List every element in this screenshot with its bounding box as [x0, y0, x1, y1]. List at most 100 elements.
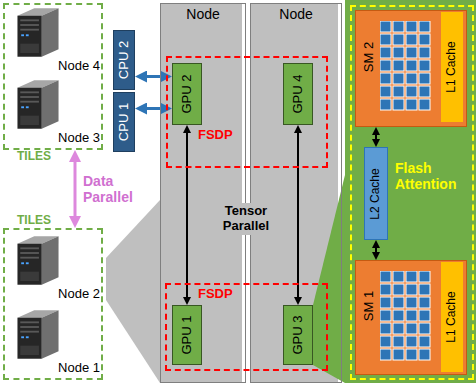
node-label: L2 Cache [369, 168, 383, 219]
core-cell [380, 21, 391, 32]
core-cell [380, 60, 391, 71]
node-label: CPU 2 [117, 41, 132, 79]
core-cell [419, 349, 430, 360]
core-cell [393, 86, 404, 97]
core-cell [419, 336, 430, 347]
core-cell [393, 34, 404, 45]
node-label: TILES [17, 150, 51, 164]
node-label: GPU 3 [291, 315, 306, 354]
core-cell [406, 99, 417, 110]
connector-arrow [375, 244, 377, 256]
node-label: Flash Attention [395, 160, 471, 192]
core-cell [380, 34, 391, 45]
node-label: SM 2 [362, 42, 377, 72]
node-label: TILES [17, 214, 51, 228]
l1-cache: L1 Cache [441, 12, 463, 122]
core-cell [393, 323, 404, 334]
core-cell [380, 73, 391, 84]
connector-arrow [141, 75, 166, 78]
server-node: Node 4 [8, 6, 100, 74]
core-cell [380, 310, 391, 321]
server-icon [17, 310, 58, 359]
core-cell [393, 47, 404, 58]
gpu-box: GPU 2 [172, 63, 202, 125]
node-column-fill [160, 3, 242, 383]
node-label: Node 4 [58, 59, 100, 74]
core-cell [393, 349, 404, 360]
connector-arrow [141, 107, 166, 110]
node-label: CPU 1 [117, 103, 132, 141]
core-cell [419, 284, 430, 295]
node-label: FSDP [198, 128, 233, 143]
core-cell [380, 86, 391, 97]
connector-arrow [186, 129, 188, 301]
tiles-group: Node 4Node 3TILES [3, 3, 103, 150]
gpu-box: GPU 3 [283, 305, 313, 365]
core-cell [419, 310, 430, 321]
core-cell [393, 60, 404, 71]
core-cell [380, 349, 391, 360]
core-cell [393, 99, 404, 110]
node-label: Node [251, 6, 341, 22]
core-cell [393, 271, 404, 282]
cpu-box: CPU 2 [113, 30, 135, 90]
zoom-wedge [106, 200, 160, 383]
core-cell [380, 99, 391, 110]
server-node: Node 2 [8, 232, 100, 302]
core-cell [406, 284, 417, 295]
parallelism-label: Tensor Parallel [210, 203, 282, 235]
server-icon [17, 8, 58, 57]
core-cell [380, 47, 391, 58]
core-cell [380, 297, 391, 308]
core-cell [406, 323, 417, 334]
core-cell [419, 73, 430, 84]
connector-arrow [375, 131, 377, 143]
core-cell [406, 310, 417, 321]
core-cell [419, 271, 430, 282]
core-cell [419, 21, 430, 32]
core-cell [406, 60, 417, 71]
gpu-panel-fill [345, 0, 476, 383]
node-label: GPU 4 [291, 74, 306, 113]
gpu-detail-panel: L1 Cache SM 2 L2 Cache L1 CacheSM 1 Flash At… [350, 5, 474, 380]
tiles-group: Node 2Node 1TILES [3, 228, 103, 380]
core-cell [406, 271, 417, 282]
core-cell [419, 60, 430, 71]
cpu-box: CPU 1 [113, 92, 135, 152]
node-label: Node 1 [58, 361, 100, 376]
core-cell [419, 34, 430, 45]
core-cell [419, 86, 430, 97]
core-cell [380, 271, 391, 282]
core-cell [406, 336, 417, 347]
sm-block: L1 Cache SM 2 [355, 10, 467, 127]
server-icon [17, 80, 58, 129]
node-label: Node 3 [58, 131, 100, 146]
edge-label: Data Parallel [83, 173, 143, 205]
l2-cache: L2 Cache [364, 147, 388, 240]
connector-arrow [74, 156, 77, 222]
fsdp-group: GPU 2 GPU 4 FSDP [166, 56, 328, 168]
node-label: L1 Cache [445, 41, 459, 92]
core-cell [393, 310, 404, 321]
core-cell [393, 284, 404, 295]
sm-block: L1 CacheSM 1 [355, 260, 467, 375]
server-icon [17, 236, 58, 285]
zoom-wedge [313, 175, 345, 383]
gpu-box: GPU 1 [172, 305, 202, 365]
core-cell [406, 21, 417, 32]
l1-cache: L1 Cache [441, 262, 463, 372]
server-node: Node 3 [8, 78, 100, 146]
connector-arrow [297, 129, 299, 301]
core-cell [406, 349, 417, 360]
server-node: Node 1 [8, 306, 100, 376]
core-cell [406, 73, 417, 84]
core-cell [419, 297, 430, 308]
node-label: GPU 2 [180, 74, 195, 113]
core-cell [419, 99, 430, 110]
core-cell [393, 297, 404, 308]
core-cell [406, 86, 417, 97]
node-label: L1 Cache [445, 291, 459, 342]
node-label: Node [161, 6, 245, 22]
